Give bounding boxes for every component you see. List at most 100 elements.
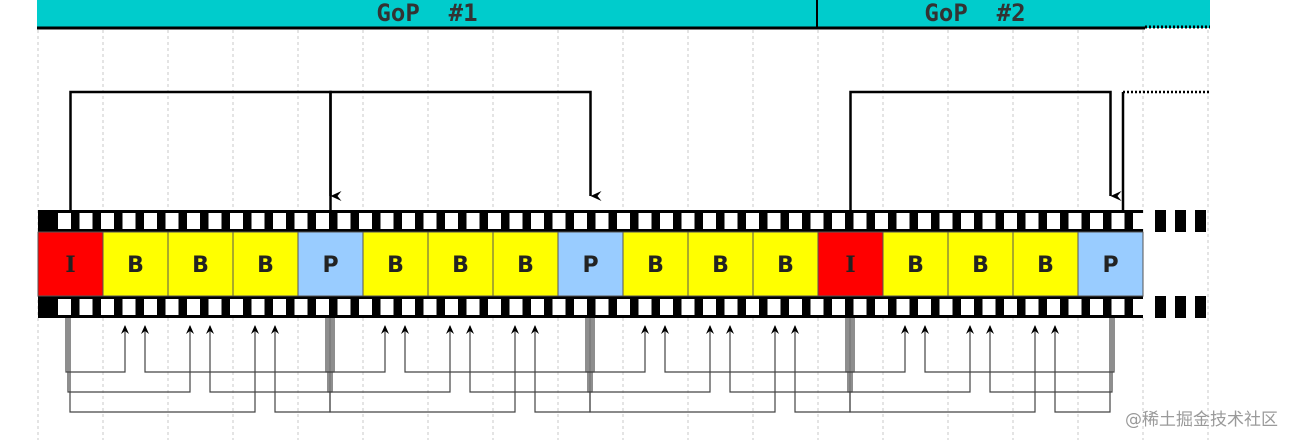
perforation-hole [402, 299, 415, 315]
perforation-hole [961, 213, 974, 229]
perforation-hole [294, 213, 308, 229]
perforation-hole [423, 213, 437, 229]
perforation-hole [1133, 299, 1146, 315]
watermark: @稀土掘金技术社区 [1125, 410, 1278, 430]
forward-reference-line [206, 318, 333, 393]
frame-b [102, 231, 169, 297]
frame-b [492, 231, 559, 297]
perforation-hole [273, 299, 286, 315]
perforation-hole [638, 213, 652, 229]
forward-reference-line [401, 318, 595, 373]
frame-b [1012, 231, 1079, 297]
frame-label: B [777, 253, 794, 278]
perforation-hole [939, 299, 953, 315]
perforation-hole [552, 213, 566, 229]
perforation-hole [875, 299, 888, 315]
frame-label: I [65, 252, 75, 278]
forward-reference-line [726, 318, 853, 393]
perforation-hole [1111, 299, 1125, 315]
frame-b [362, 231, 429, 297]
perforation-hole [875, 213, 888, 229]
perforation-hole [337, 213, 351, 229]
frame-b [687, 231, 754, 297]
gop-2-label: GoP #2 [924, 0, 1025, 27]
forward-reference-arrow [329, 90, 602, 210]
frame-label: B [1037, 253, 1054, 278]
perforation-hole [466, 213, 480, 229]
perforation-hole [617, 299, 630, 315]
perforation-hole [165, 299, 179, 315]
backward-reference-line [69, 318, 259, 413]
frame-label: B [387, 253, 404, 278]
perforation-hole [488, 299, 501, 315]
perforation-hole [359, 213, 372, 229]
forward-reference-arrows [69, 90, 1210, 210]
perforation-hole [767, 299, 781, 315]
perforation-hole [724, 213, 738, 229]
perforation-hole [896, 213, 910, 229]
frame-label: P [582, 253, 598, 278]
frame-label: B [257, 253, 274, 278]
perforation-hole [810, 213, 824, 229]
perforation-hole [359, 299, 372, 315]
forward-reference-line [791, 318, 851, 413]
frame-label: B [907, 253, 924, 278]
forward-reference-line [661, 318, 855, 373]
perforation-hole [810, 299, 824, 315]
backward-reference-line [329, 318, 519, 413]
frame-label: B [972, 253, 989, 278]
perforation-hole [423, 299, 437, 315]
perforation-hole [1090, 213, 1103, 229]
perforation-hole [187, 299, 200, 315]
perforation-hole [552, 299, 566, 315]
gop-1-label: GoP #1 [376, 0, 477, 27]
perforation-hole [595, 299, 609, 315]
backward-reference-line [325, 318, 389, 373]
strip-continuation [1155, 210, 1166, 232]
perforation-hole [574, 213, 587, 229]
perforation-hole [681, 299, 695, 315]
perforation-hole [1068, 213, 1082, 229]
perforation-hole [380, 213, 394, 229]
forward-reference-arrow [849, 90, 1122, 210]
perforation-hole [660, 213, 673, 229]
perforation-hole [509, 213, 523, 229]
perforation-hole [724, 299, 738, 315]
perforation-hole [703, 213, 716, 229]
bidirectional-reference-lines [65, 318, 1115, 413]
perforation-hole [638, 299, 652, 315]
frame-label: B [517, 253, 534, 278]
perforation-hole [208, 299, 222, 315]
perforation-hole [122, 213, 136, 229]
forward-reference-line [466, 318, 593, 393]
gop-1-band [37, 0, 817, 28]
perforation-hole [208, 213, 222, 229]
perforation-hole [1025, 299, 1039, 315]
perforation-hole [58, 299, 71, 315]
forward-reference-line [921, 318, 1115, 373]
frame-p [1077, 231, 1144, 297]
forward-reference-line [531, 318, 591, 413]
perforation-hole [144, 299, 157, 315]
frame-b [947, 231, 1014, 297]
frame-label: I [845, 252, 855, 278]
perforation-hole [918, 299, 931, 315]
perforation-hole [445, 213, 458, 229]
frame-label: B [192, 253, 209, 278]
perforation-hole [316, 213, 329, 229]
forward-reference-arrow [69, 90, 342, 210]
perforation-hole [1004, 299, 1017, 315]
gop-header-bar: GoP #1 GoP #2 [37, 0, 1210, 30]
perforation-hole [832, 299, 845, 315]
perforation-hole [1004, 213, 1017, 229]
perforation-hole [509, 299, 523, 315]
perforation-hole [703, 299, 716, 315]
perforation-hole [79, 213, 93, 229]
frame-b [752, 231, 819, 297]
perforation-hole [230, 299, 243, 315]
perforation-hole [853, 213, 867, 229]
backward-reference-line [327, 318, 454, 393]
top-strip [38, 210, 1143, 232]
perforation-hole [961, 299, 974, 315]
